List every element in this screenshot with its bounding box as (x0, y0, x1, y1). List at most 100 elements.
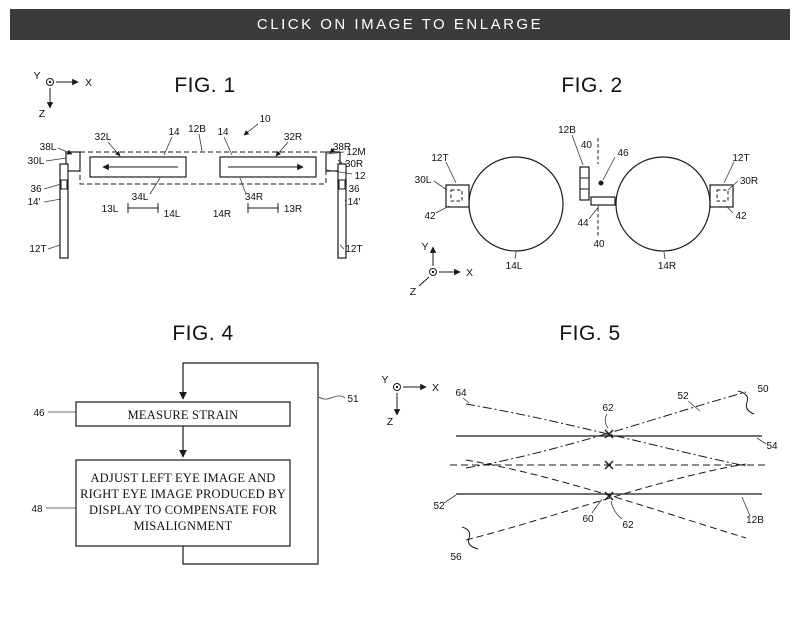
ref-30R: 30R (740, 176, 758, 187)
left-temple-sensor (60, 179, 68, 190)
fig5-reference-numerals: 64 62 52 50 54 52 60 62 56 12B (433, 384, 778, 563)
ref-30L: 30L (28, 156, 45, 167)
left-endpiece (445, 184, 470, 208)
right-temple (337, 163, 347, 259)
fig2-axes-icon: Y X Z (410, 241, 473, 298)
ref-38R: 38R (333, 142, 351, 153)
fig2-glasses-front-view (445, 138, 734, 252)
fig5-diagram: FIG. 5 Y X Z (381, 322, 778, 563)
ref-52-lower: 52 (433, 501, 445, 512)
ref-12M: 12M (346, 147, 365, 158)
left-hinge (65, 151, 81, 172)
ref-12T-left: 12T (29, 244, 46, 255)
ref-60: 60 (582, 514, 594, 525)
ref-12B: 12B (746, 515, 764, 526)
fig4-flowchart: FIG. 4 MEASURE STRAIN ADJUST LEFT EYE IM… (31, 322, 359, 565)
ref-40-bottom: 40 (593, 239, 605, 250)
fig1-axis-x: X (85, 77, 92, 89)
ref-34L: 34L (132, 192, 149, 203)
bridge-components (579, 138, 616, 236)
ref-12: 12 (354, 171, 366, 182)
ref-46: 46 (617, 148, 629, 159)
ref-14-left: 14 (168, 127, 180, 138)
measure-strain-text: MEASURE STRAIN (128, 408, 239, 422)
feedback-loop (179, 362, 319, 565)
ref-64: 64 (455, 388, 467, 399)
bridge-strain-gauge (579, 166, 590, 201)
bracket-56 (461, 526, 479, 550)
ref-46: 46 (33, 408, 45, 419)
ref-12T-right: 12T (345, 244, 362, 255)
ref-32R: 32R (284, 132, 302, 143)
dimension-13R (247, 203, 279, 213)
left-lens (468, 156, 564, 252)
ref-51: 51 (347, 394, 359, 405)
fig1-leader-lines (43, 123, 353, 250)
adjust-line-1: ADJUST LEFT EYE IMAGE AND (90, 471, 275, 485)
left-temple (59, 163, 69, 259)
fig2-diagram: FIG. 2 (410, 74, 758, 298)
fig4-leader-lines (46, 395, 346, 509)
adjust-line-2: RIGHT EYE IMAGE PRODUCED BY (80, 487, 286, 501)
ref-14L: 14L (506, 261, 523, 272)
ref-50: 50 (757, 384, 769, 395)
fig1-title: FIG. 1 (174, 74, 235, 97)
fig1-reference-numerals: 38L 32L 14 12B 14 10 32R 38R 30L 12M 30R… (27, 114, 366, 255)
fig5-brackets (461, 390, 755, 550)
fig2-leader-lines (433, 134, 739, 260)
fig5-title: FIG. 5 (559, 322, 620, 345)
ref-56: 56 (450, 552, 462, 563)
ref-14L: 14L (164, 209, 181, 220)
dashdot-curve-descending (465, 403, 747, 467)
fig2-title: FIG. 2 (561, 74, 622, 97)
ref-54: 54 (766, 441, 778, 452)
ref-42-right: 42 (735, 211, 747, 222)
ref-30L: 30L (415, 175, 432, 186)
ref-62-upper: 62 (602, 403, 614, 414)
bridge-pivot-dot (598, 180, 604, 186)
ref-12B: 12B (188, 124, 206, 135)
ref-12T-right: 12T (732, 153, 749, 164)
ref-40-top: 40 (581, 140, 593, 151)
fig4-title: FIG. 4 (172, 322, 233, 345)
bridge-lower-sensor (590, 196, 616, 206)
fig1-diagram: FIG. 1 Y X Z (27, 70, 366, 259)
fig4-reference-numerals: 46 48 51 (31, 394, 359, 515)
ref-10: 10 (259, 114, 271, 125)
left-endpiece-sensor (450, 189, 463, 202)
bend-axis-curves (465, 391, 747, 541)
ref-13R: 13R (284, 204, 302, 215)
ref-34R: 34R (245, 192, 263, 203)
ref-42-left: 42 (424, 211, 436, 222)
fig1-axis-z: Z (39, 108, 46, 120)
ref-14R: 14R (658, 261, 676, 272)
enlarge-banner-text: CLICK ON IMAGE TO ENLARGE (256, 16, 544, 33)
fig5-axis-y: Y (381, 374, 388, 386)
measure-strain-box (75, 401, 291, 427)
ref-36-left: 36 (30, 184, 42, 195)
dimension-13L (127, 203, 159, 213)
fig5-leader-lines (443, 397, 767, 520)
ref-62-lower: 62 (622, 520, 634, 531)
fig2-axis-z: Z (410, 286, 417, 298)
adjust-line-4: MISALIGNMENT (134, 519, 233, 533)
fig2-axis-y: Y (421, 241, 428, 253)
ref-44: 44 (577, 218, 589, 229)
adjust-line-3: DISPLAY TO COMPENSATE FOR (89, 503, 277, 517)
ref-12B: 12B (558, 125, 576, 136)
fig2-axis-x: X (466, 267, 473, 279)
bridge-band (450, 435, 766, 495)
right-lens (615, 156, 711, 252)
fig5-axes-icon: Y X Z (381, 374, 439, 428)
right-endpiece-sensor (716, 189, 729, 202)
ref-30R: 30R (345, 159, 363, 170)
ref-13L: 13L (102, 204, 119, 215)
ref-14-right: 14 (217, 127, 229, 138)
ref-12T-left: 12T (431, 153, 448, 164)
enlarge-banner: CLICK ON IMAGE TO ENLARGE (10, 9, 790, 40)
flex-point-markers (604, 429, 614, 501)
ref-48: 48 (31, 504, 43, 515)
fig1-axis-y: Y (33, 70, 40, 82)
